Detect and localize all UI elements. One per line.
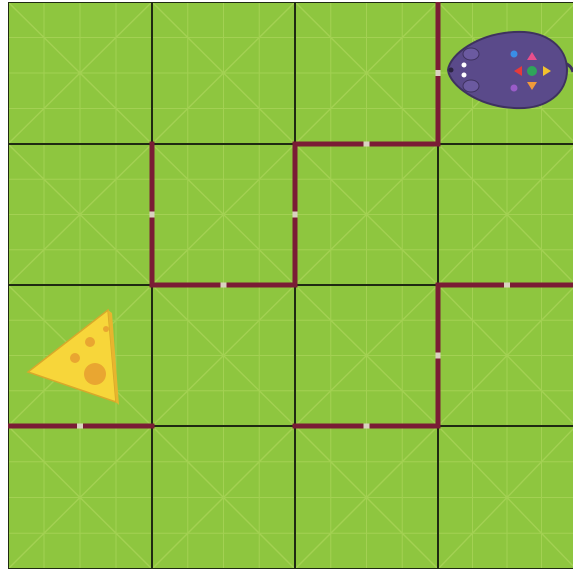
board-tile [295, 285, 438, 426]
board-tile [8, 2, 152, 144]
cheese-hole [103, 326, 109, 332]
board-tile [152, 144, 295, 285]
mouse-eye [462, 73, 467, 78]
mouse-eye [462, 63, 467, 68]
board-tile [295, 2, 438, 144]
board-tile [8, 144, 152, 285]
board-tile [152, 285, 295, 426]
board-tile [295, 426, 438, 569]
board-tile [438, 426, 573, 569]
board-tile [295, 144, 438, 285]
game-board [8, 2, 573, 569]
mouse-nose [449, 68, 454, 73]
mouse-ear [463, 48, 479, 60]
clear-button[interactable] [511, 51, 518, 58]
cheese-hole [84, 363, 106, 385]
board-tile [152, 2, 295, 144]
pause-button[interactable] [511, 85, 518, 92]
cheese-hole [85, 337, 95, 347]
board-tile [8, 426, 152, 569]
mouse-ear [463, 80, 479, 92]
board-tile [152, 426, 295, 569]
board-svg [8, 2, 573, 569]
cheese-hole [70, 353, 80, 363]
board-tile [438, 144, 573, 285]
go-button[interactable] [527, 66, 537, 76]
board-tile [438, 285, 573, 426]
